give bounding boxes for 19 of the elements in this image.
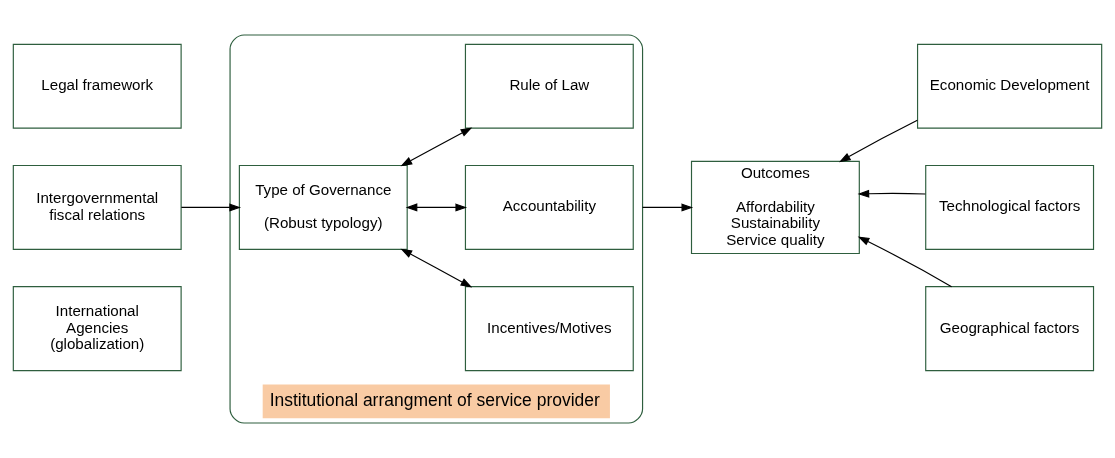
node-box: Geographical factors bbox=[925, 286, 1095, 372]
arrow bbox=[857, 236, 953, 288]
arrow bbox=[400, 248, 473, 288]
node-box: Outcomes Affordability Sustainability Service quality bbox=[690, 160, 860, 255]
node-box: Accountability bbox=[464, 164, 634, 250]
arrow bbox=[641, 203, 694, 212]
node-box: International Agencies (globalization) bbox=[12, 286, 182, 372]
node-box: Rule of Law bbox=[464, 43, 634, 129]
arrow bbox=[857, 189, 926, 198]
node-box: Economic Development bbox=[917, 43, 1103, 129]
node-box: Type of Governance (Robust typology) bbox=[238, 164, 408, 250]
node-box: Technological factors bbox=[925, 164, 1095, 250]
node-box: Legal framework bbox=[12, 43, 182, 129]
arrow bbox=[400, 127, 473, 167]
arrow bbox=[839, 119, 918, 163]
arrow bbox=[405, 203, 468, 212]
arrow bbox=[180, 203, 241, 212]
node-box: Intergovernmental fiscal relations bbox=[12, 164, 182, 250]
node-box: Incentives/Motives bbox=[464, 286, 634, 372]
